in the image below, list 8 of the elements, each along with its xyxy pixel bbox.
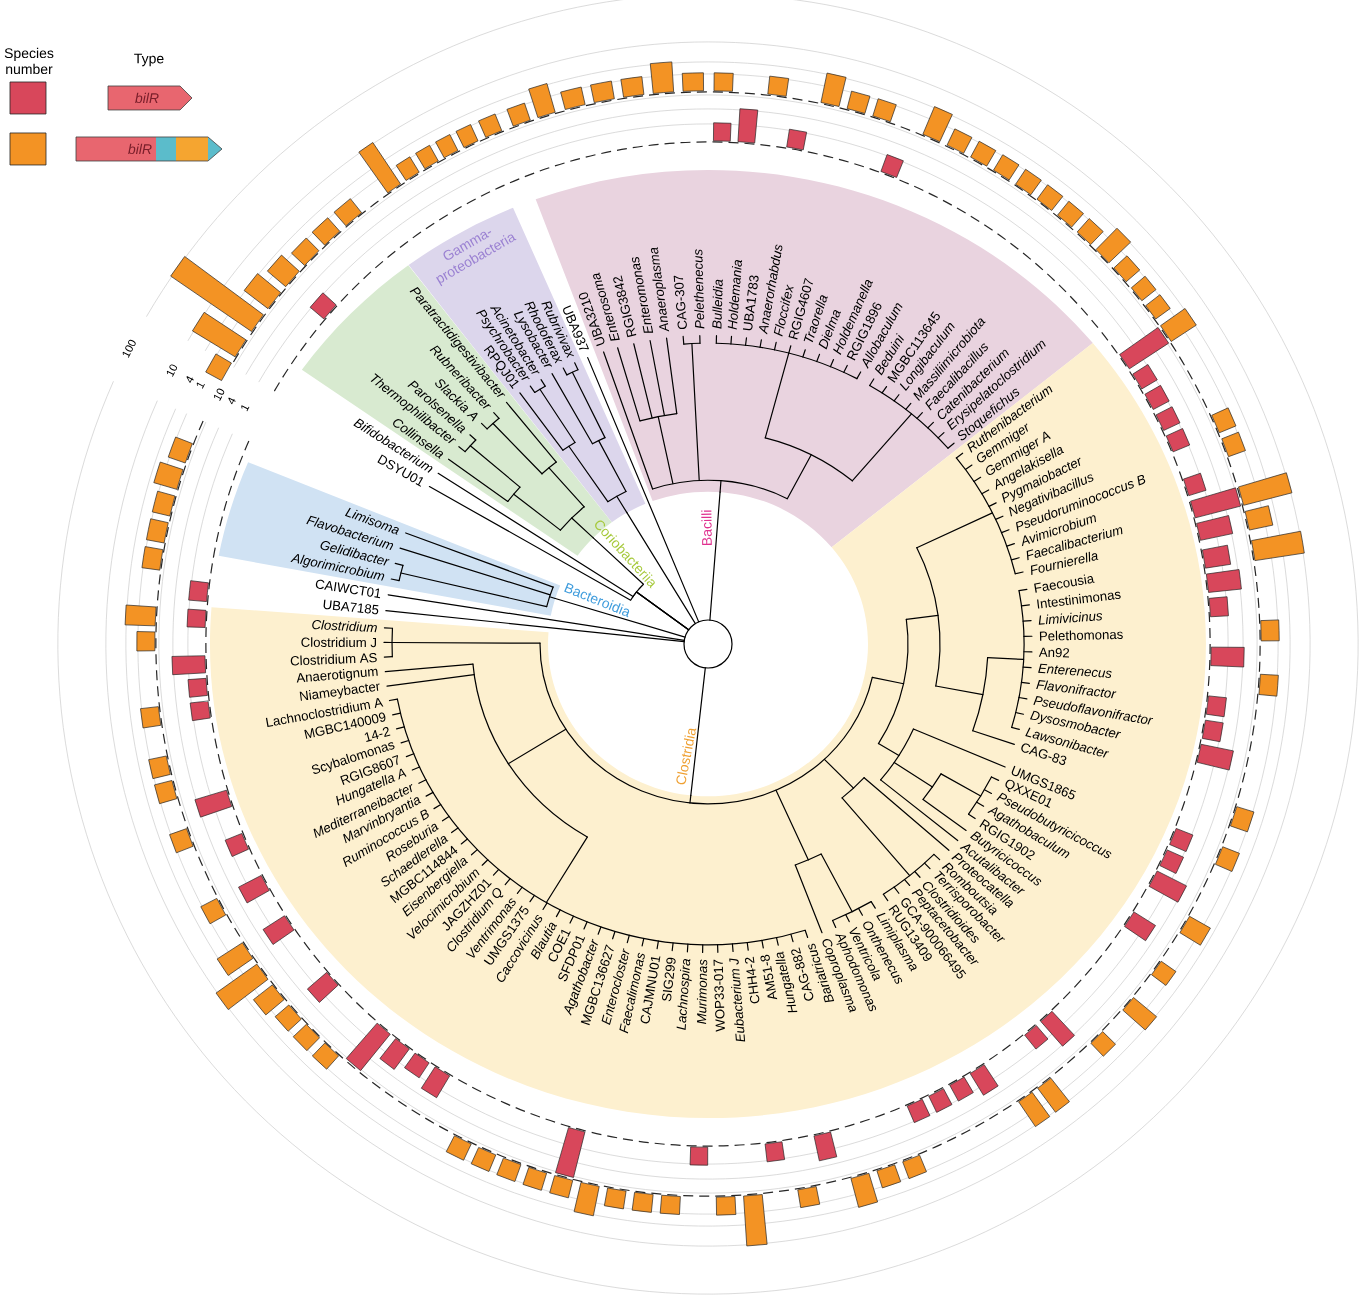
- tree-branch: [385, 610, 685, 643]
- tree-branch: [626, 512, 696, 625]
- tree-branch: [554, 597, 686, 638]
- tree-branch: [690, 667, 706, 797]
- tree-branch: [587, 357, 700, 623]
- tree-branch: [709, 491, 721, 621]
- root-circle: [683, 619, 733, 669]
- tree-branch: [387, 594, 685, 641]
